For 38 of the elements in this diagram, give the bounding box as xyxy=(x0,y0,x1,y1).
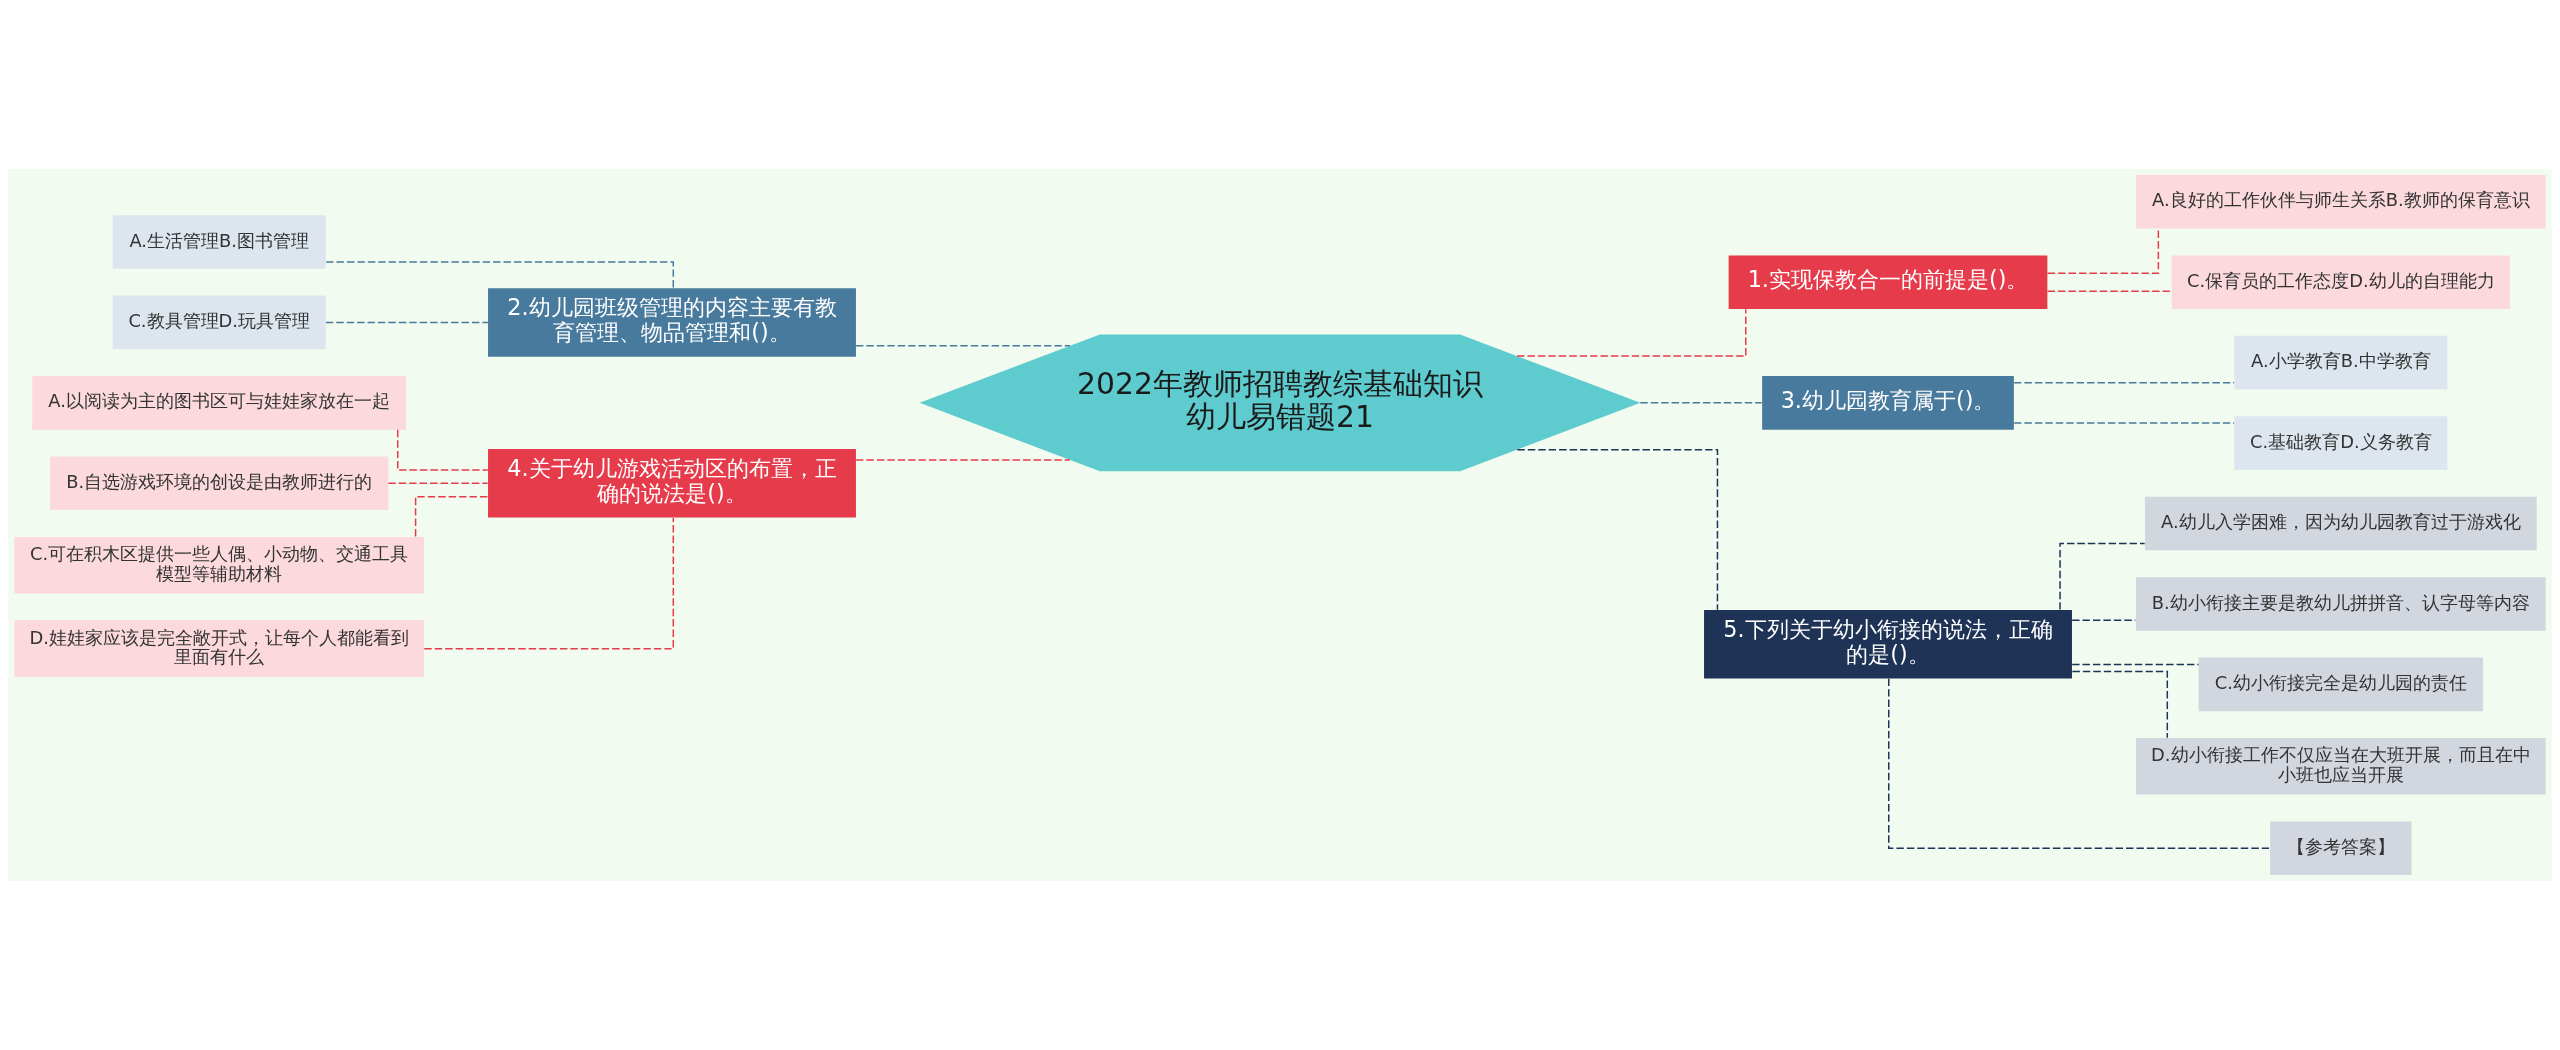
node-box: 【参考答案】 xyxy=(2270,821,2412,876)
node-box: 3.幼儿园教育属于()。 xyxy=(1762,376,2014,430)
node-box: 1.实现保教合一的前提是()。 xyxy=(1728,255,2048,309)
connector xyxy=(2059,542,2146,611)
connector xyxy=(2013,382,2235,384)
connector xyxy=(1516,449,1719,611)
connector xyxy=(325,321,489,324)
node-box: C.教具管理D.玩具管理 xyxy=(112,295,326,350)
node-box: A.生活管理B.图书管理 xyxy=(112,215,326,269)
node-box: A.小学教育B.中学教育 xyxy=(2234,335,2448,390)
connector xyxy=(2046,228,2160,274)
connector xyxy=(387,482,489,485)
connector xyxy=(1888,678,2271,849)
node-box: D.娃娃家应该是完全敞开式，让每个人都能看到里面有什么 xyxy=(14,620,424,677)
node-box: B.幼小衔接主要是教幼儿拼拼音、认字母等内容 xyxy=(2136,577,2546,631)
node-box: C.幼小衔接完全是幼儿园的责任 xyxy=(2198,657,2484,712)
connector xyxy=(1516,308,1747,357)
connector xyxy=(855,344,1071,347)
node-box: 2.幼儿园班级管理的内容主要有教育管理、物品管理和()。 xyxy=(488,288,856,357)
node-box: C.可在积木区提供一些人偶、小动物、交通工具模型等辅助材料 xyxy=(14,536,424,594)
connector xyxy=(2046,290,2173,292)
connector xyxy=(2071,663,2200,666)
connector xyxy=(423,517,675,650)
node-box: C.基础教育D.义务教育 xyxy=(2234,416,2448,470)
node-box: 4.关于幼儿游戏活动区的布置，正确的说法是()。 xyxy=(488,449,856,518)
node-box: C.保育员的工作态度D.幼儿的自理能力 xyxy=(2171,255,2510,309)
node-box: A.良好的工作伙伴与师生关系B.教师的保育意识 xyxy=(2136,174,2546,229)
node-box: A.以阅读为主的图书区可与娃娃家放在一起 xyxy=(32,376,407,430)
connector xyxy=(855,459,1071,461)
connector xyxy=(396,429,489,471)
connector xyxy=(2013,422,2235,424)
node-box: 5.下列关于幼小衔接的说法，正确的是()。 xyxy=(1704,609,2072,679)
connector xyxy=(2071,670,2169,739)
node-box: D.幼小衔接工作不仅应当在大班开展，而且在中小班也应当开展 xyxy=(2136,738,2546,795)
node-box: B.自选游戏环境的创设是由教师进行的 xyxy=(50,456,389,511)
connector xyxy=(414,495,489,538)
node-box: A.幼儿入学困难，因为幼儿园教育过于游戏化 xyxy=(2144,496,2537,551)
connector xyxy=(1639,402,1763,404)
